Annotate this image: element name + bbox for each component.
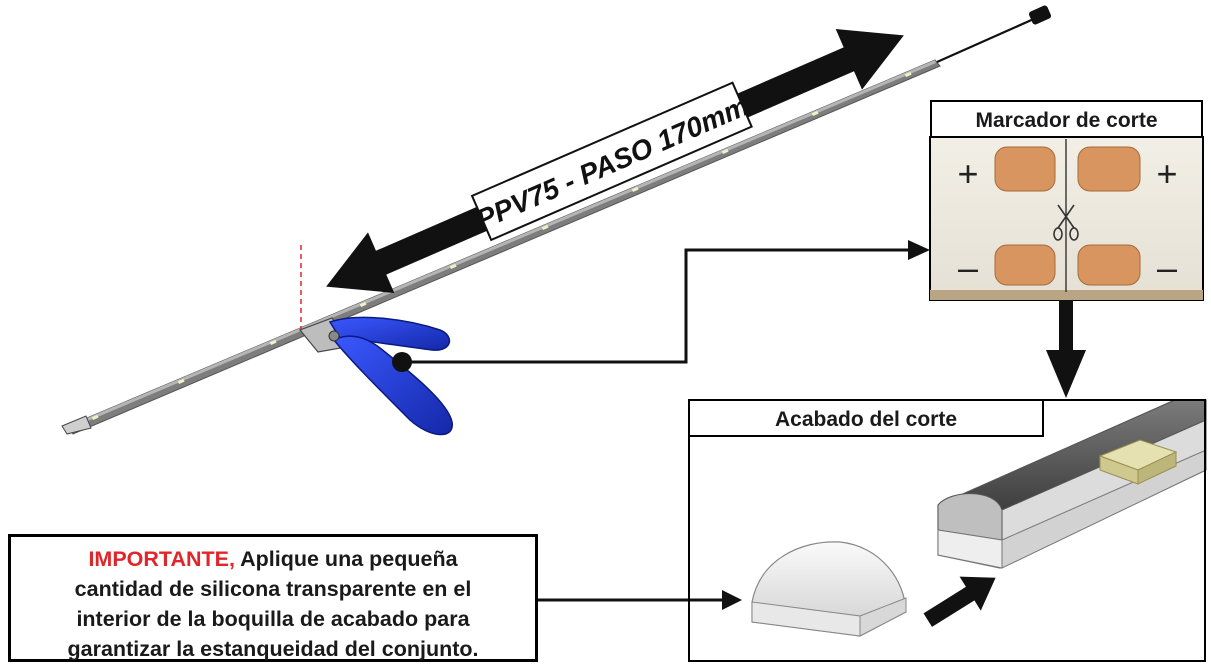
minus-symbol-right: – <box>1157 247 1177 288</box>
plus-symbol-right: + <box>1156 153 1177 194</box>
plus-symbol-left: + <box>957 153 978 194</box>
important-line-1: IMPORTANTE, Aplique una pequeña <box>21 544 525 574</box>
end-cap <box>751 541 907 637</box>
cap-to-profile-arrow <box>923 576 996 627</box>
led-strip <box>61 59 941 435</box>
pitch-double-arrow: PPV75 - PASO 170mm <box>326 29 904 293</box>
cut-finish-title: Acabado del corte <box>774 408 958 431</box>
cut-finish-panel <box>688 399 1206 662</box>
cutting-pliers-icon <box>299 316 453 436</box>
scissors-icon <box>1053 204 1079 241</box>
cut-marker-title-box: Marcador de corte <box>930 100 1203 138</box>
cut-finish-title-box: Acabado del corte <box>688 399 1044 437</box>
pliers-to-marker-connector <box>392 240 930 372</box>
down-arrow <box>1046 300 1086 398</box>
important-to-cap-arrow <box>538 590 742 610</box>
cut-marker-title: Marcador de corte <box>975 109 1158 132</box>
important-line-3: interior de la boquilla de acabado para <box>76 607 470 631</box>
minus-symbol-left: – <box>958 247 978 288</box>
important-highlight: IMPORTANTE, <box>88 547 235 571</box>
strip-cable <box>936 5 1052 64</box>
cut-marker-photo: + + – – <box>929 136 1204 301</box>
important-line-4: garantizar la estanqueidad del conjunto. <box>67 637 479 661</box>
important-line-2: cantidad de silicona transparente en el <box>74 577 472 601</box>
important-text-1: Aplique una pequeña <box>234 547 458 571</box>
important-note: IMPORTANTE, Aplique una pequeña cantidad… <box>8 534 538 662</box>
finished-profile <box>937 399 1207 569</box>
